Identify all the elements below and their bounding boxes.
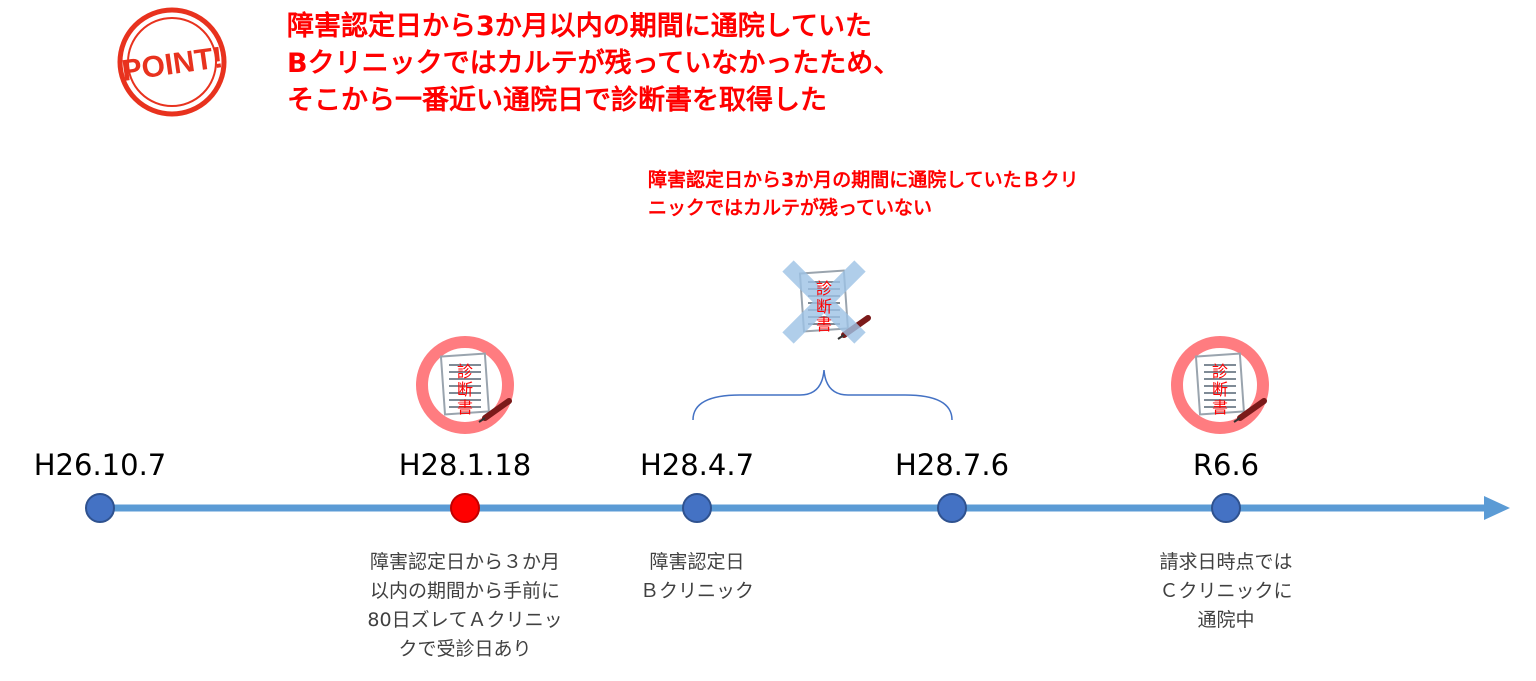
diagnosis-document-icon-c: 診 断 書	[1171, 336, 1269, 434]
timeline-point	[937, 493, 967, 523]
description-line: 通院中	[1197, 609, 1255, 631]
timeline-date: H28.7.6	[894, 448, 1010, 482]
headline: 障害認定日から3か月以内の期間に通院していた Bクリニックではカルテが残っていな…	[287, 8, 900, 119]
description-line: 障害認定日	[649, 551, 745, 573]
svg-text:書: 書	[457, 398, 473, 417]
svg-text:診: 診	[816, 279, 832, 298]
timeline-date: R6.6	[1192, 448, 1260, 482]
diagnosis-document-icon-a: 診 断 書	[416, 336, 514, 434]
headline-line: Bクリニックではカルテが残っていなかったため、	[287, 48, 901, 79]
headline-line: 障害認定日から3か月以内の期間に通院していた	[287, 11, 872, 42]
description-line: 請求日時点では	[1159, 551, 1293, 573]
missing-document-cross-icon: 診 断 書	[782, 260, 868, 344]
description-line: クで受診日あり	[398, 638, 532, 660]
svg-text:断: 断	[457, 380, 473, 399]
svg-text:書: 書	[816, 315, 832, 334]
headline-line: そこから一番近い通院日で診断書を取得した	[287, 85, 827, 116]
description-line: Ｃクリニックに	[1159, 580, 1293, 602]
timeline-description: 障害認定日から３か月以内の期間から手前に 80日ズレてＡクリニックで受診日あり	[367, 548, 562, 664]
timeline-point	[85, 493, 115, 523]
svg-text:診: 診	[1212, 362, 1228, 381]
timeline-point	[450, 493, 480, 523]
description-line: 障害認定日から３か月	[369, 551, 560, 573]
description-line: Ｂクリニック	[639, 580, 755, 602]
svg-text:断: 断	[1212, 380, 1228, 399]
timeline-description: 請求日時点では Ｃクリニックに通院中	[1159, 548, 1292, 635]
svg-text:診: 診	[457, 362, 473, 381]
description-line: 以内の期間から手前に	[369, 580, 560, 602]
timeline-date: H28.1.18	[398, 448, 532, 482]
svg-text:POINT!: POINT!	[120, 41, 225, 88]
timeline-arrowhead	[1484, 496, 1510, 520]
timeline-description: 障害認定日 Ｂクリニック	[640, 548, 754, 606]
timeline-date: H28.4.7	[639, 448, 755, 482]
period-brace	[692, 369, 953, 421]
timeline-date: H26.10.7	[33, 448, 167, 482]
svg-text:書: 書	[1212, 398, 1228, 417]
svg-text:断: 断	[816, 297, 832, 316]
timeline-point	[1211, 493, 1241, 523]
point-badge-logo: POINT!	[117, 7, 227, 117]
description-line: 80日ズレてＡクリニッ	[367, 609, 563, 631]
missing-record-note: 障害認定日から3か月の期間に通院していたＢクリニックではカルテが残っていない	[648, 169, 1079, 219]
timeline-point	[682, 493, 712, 523]
